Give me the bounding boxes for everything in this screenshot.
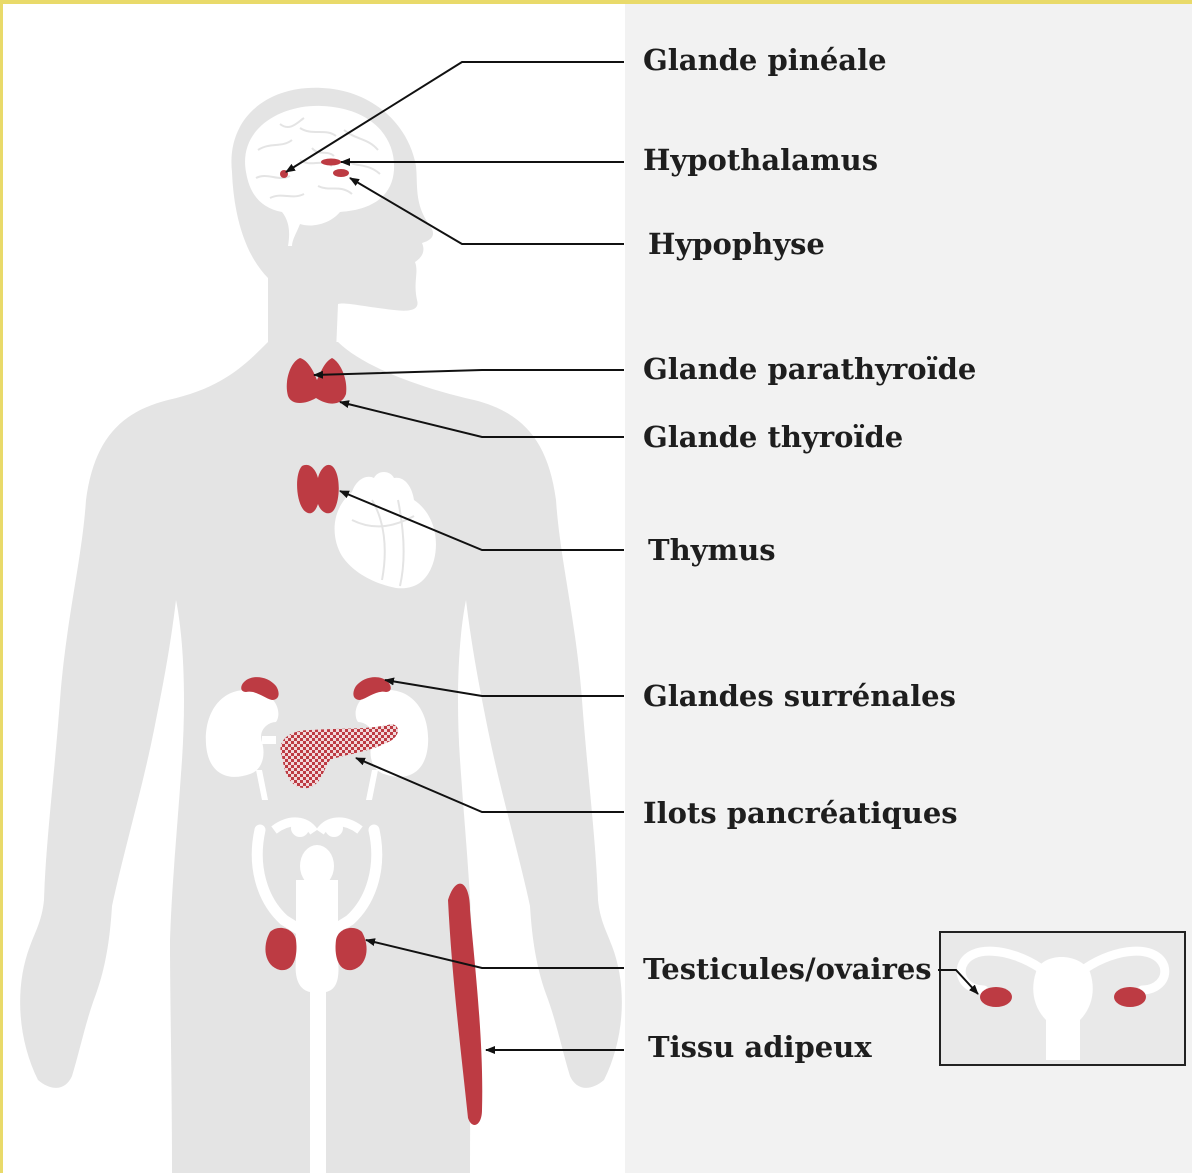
hypophysis-icon <box>333 169 349 177</box>
label-thyroid-gland: Glande thyroïde <box>643 423 903 452</box>
label-adrenal-glands: Glandes surrénales <box>643 682 956 711</box>
hypothalamus-icon <box>321 159 341 166</box>
label-hypophysis: Hypophyse <box>648 230 825 259</box>
label-parathyroid-gland: Glande parathyroïde <box>643 355 976 384</box>
label-pineal-gland: Glande pinéale <box>643 46 887 75</box>
label-thymus: Thymus <box>648 536 776 565</box>
label-gonads: Testicules/ovaires <box>643 955 932 984</box>
label-hypothalamus: Hypothalamus <box>643 146 878 175</box>
label-pancreatic-islets: Ilots pancréatiques <box>643 799 958 828</box>
ovary-inset-icon <box>940 932 1185 1065</box>
label-adipose-tissue: Tissu adipeux <box>648 1033 872 1062</box>
